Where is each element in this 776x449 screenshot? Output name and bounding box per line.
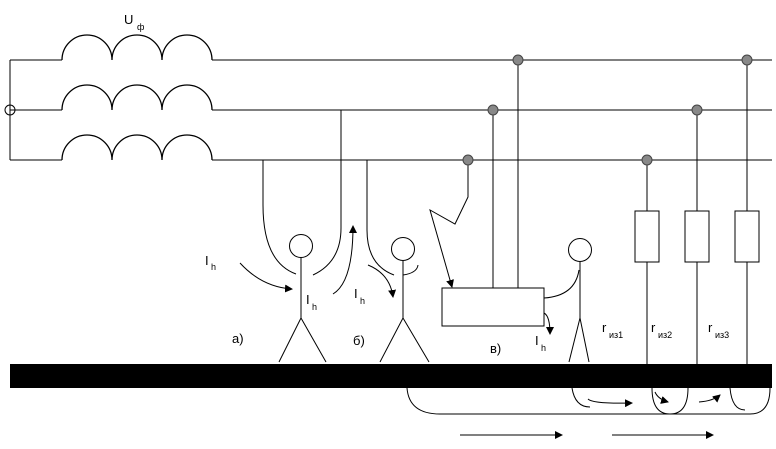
case-a-lead-left [262,160,297,275]
person-b [379,237,430,363]
insulation-resistor-2 [684,210,710,263]
earth-loop-c [571,387,591,408]
equipment-enclosure [441,287,545,327]
winding-1 [61,34,213,61]
case-a-lead-right [312,110,342,276]
earth-arrow-r2 [698,394,721,403]
earth-arrow-c [587,398,633,408]
ground-bar [10,364,772,388]
case-a-body-current-label-sub: h [312,302,317,312]
case-a-label: а) [232,331,244,346]
resistor-1-label: r [602,320,607,335]
case-b-current-label-sub: h [360,296,365,306]
earth-loop-r1 [651,387,689,415]
case-c-current-label: I [535,333,539,348]
person-c [543,238,592,363]
earth-loop-r3 [729,387,746,411]
case-c-label: в) [490,341,501,356]
insulation-resistor-1 [634,210,660,263]
case-b-label: б) [353,333,365,348]
winding-3 [61,134,213,161]
voltage-label-sub: ф [137,22,145,32]
resistor-2-label-sub: из2 [658,330,672,340]
junction-node [691,104,703,116]
insulation-resistances: r из1 r из2 r из3 [602,60,760,364]
case-a-two-phase-touch: I h I h а) [205,110,357,363]
case-b-lead [366,160,395,276]
resistor-3-label-sub: из3 [715,330,729,340]
resistor-1-label-sub: из1 [609,330,623,340]
resistor-3-label: r [708,320,713,335]
case-b-current-label: I [354,286,358,301]
insulation-resistor-3 [734,210,760,263]
junction-node [462,154,474,166]
phase-windings [61,34,213,161]
source-neutral [4,59,62,161]
earth-arrow-r1 [654,391,669,404]
earth-loop-b [406,387,771,415]
case-c-current-label-sub: h [541,343,546,353]
case-c-faulty-equipment: I h в) [429,60,592,363]
case-a-current-arrow-out [332,225,357,295]
person-a [278,234,327,363]
junction-node [641,154,653,166]
resistor-2-label: r [651,320,656,335]
case-a-current-label: I [205,253,209,268]
enclosure-current-arrow [543,312,554,335]
earth-current-paths [406,387,771,439]
case-b-current-arrow [367,264,397,298]
case-a-current-label-sub: h [211,262,216,272]
winding-2 [61,84,213,111]
case-b-single-phase-touch: I h б) [353,160,430,363]
fault-zigzag [429,160,469,288]
junction-node [512,54,524,66]
case-a-current-arrow-in [239,262,293,293]
junction-nodes [462,54,753,166]
junction-node [487,104,499,116]
voltage-label: U [124,12,133,27]
case-a-body-current-label: I [306,292,310,307]
junction-node [741,54,753,66]
